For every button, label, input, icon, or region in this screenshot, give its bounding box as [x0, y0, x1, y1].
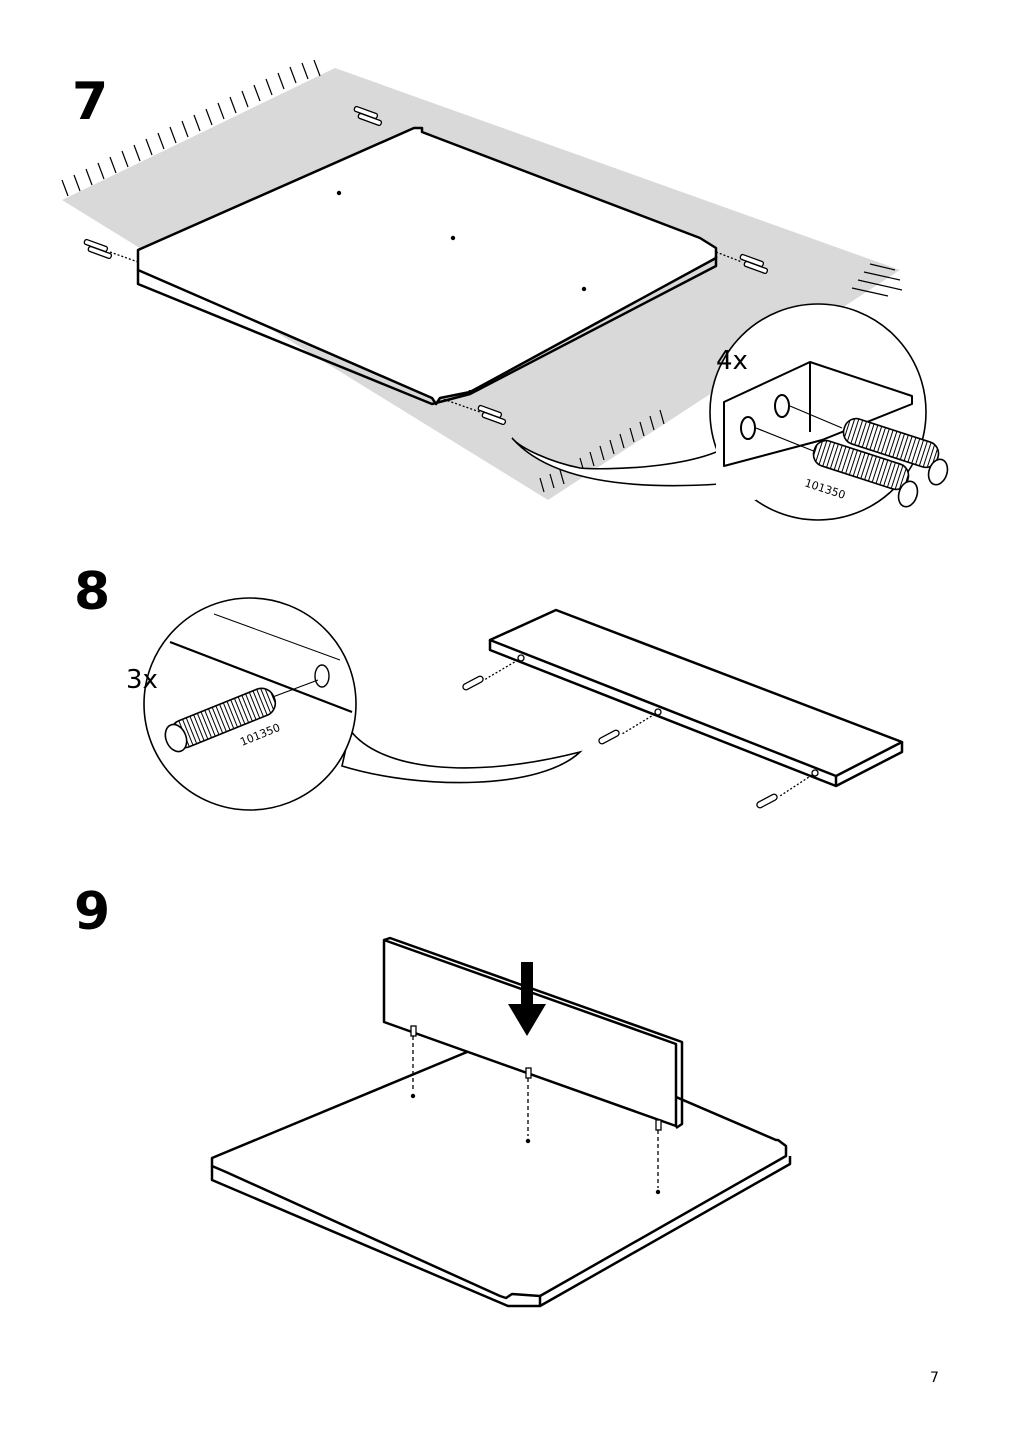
dowel-icon [462, 675, 778, 809]
base-panel [210, 1028, 792, 1308]
step-8-number: 8 [74, 562, 111, 622]
corner-bracket [723, 361, 913, 467]
divider-board [382, 936, 684, 1130]
floor-hatch-top [61, 59, 321, 197]
step-7-quantity: 4x [716, 346, 748, 376]
detail-callout-tail [511, 437, 740, 487]
page-number: 7 [930, 1370, 939, 1386]
floor-hatch-right [851, 263, 903, 297]
base-panel [136, 126, 718, 406]
shelf-board [488, 608, 904, 788]
step-9-number: 9 [74, 882, 111, 942]
floor-hatch-bottom [539, 409, 665, 493]
down-arrow-icon [508, 962, 546, 1036]
step-7-illustration: 4x 101350 [61, 59, 949, 521]
dowel-icon [164, 687, 277, 753]
step-8-illustration: 3x 101350 [126, 597, 904, 811]
step-7-number: 7 [72, 72, 109, 132]
dowel-icon [83, 105, 769, 426]
dowel-icon [812, 417, 949, 508]
step-9-illustration [210, 936, 792, 1308]
detail-callout-tail [341, 728, 583, 784]
step-8-quantity: 3x [126, 665, 158, 695]
